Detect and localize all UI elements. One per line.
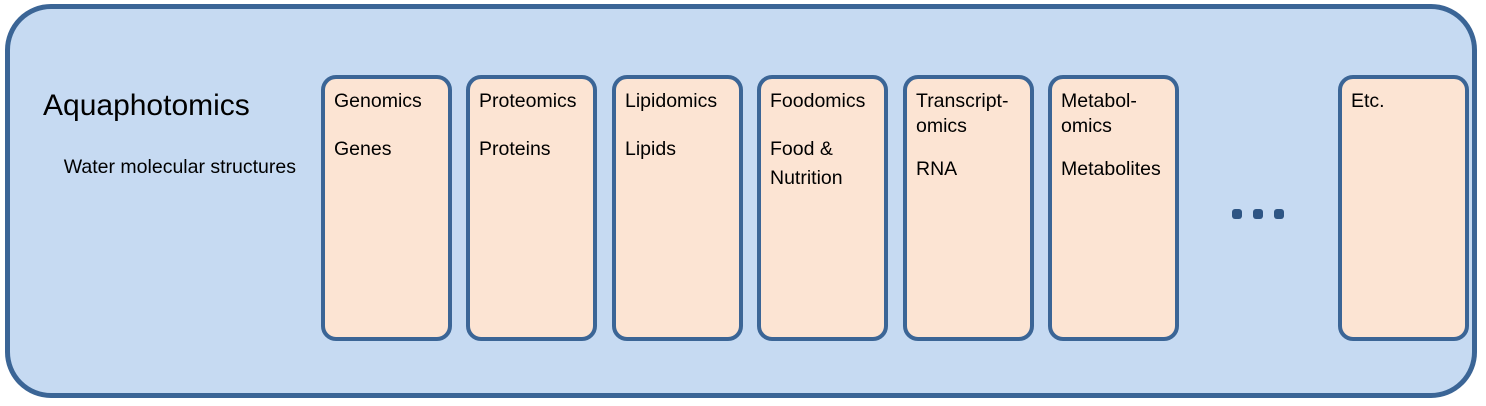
- card-description: Food & Nutrition: [770, 138, 843, 189]
- card-title: Metabol-omics: [1061, 90, 1137, 137]
- ellipsis-dot: [1253, 209, 1263, 219]
- panel-subtitle: Water molecular structures: [63, 156, 296, 178]
- ellipsis-dot: [1274, 209, 1284, 219]
- aquaphotomics-panel: Aquaphotomics Water molecular structures…: [5, 4, 1477, 398]
- title-block: Aquaphotomics Water molecular structures: [43, 87, 298, 180]
- card-title: Genomics: [334, 90, 422, 112]
- omics-card-proteomics[interactable]: Proteomics Proteins: [466, 75, 597, 341]
- omics-card-lipidomics[interactable]: Lipidomics Lipids: [612, 75, 743, 341]
- omics-card-metabolomics[interactable]: Metabol-omics Metabolites: [1048, 75, 1179, 341]
- card-title: Lipidomics: [625, 90, 718, 112]
- card-title: Transcript-omics: [916, 90, 1009, 137]
- page-title: Aquaphotomics: [43, 89, 250, 122]
- card-description: Metabolites: [1061, 158, 1161, 180]
- ellipsis-dot: [1232, 209, 1242, 219]
- omics-card-transcriptomics[interactable]: Transcript-omics RNA: [903, 75, 1034, 341]
- omics-card-genomics[interactable]: Genomics Genes: [321, 75, 452, 341]
- card-description: RNA: [916, 158, 958, 180]
- card-title: Proteomics: [479, 90, 577, 112]
- card-description: Proteins: [479, 138, 551, 160]
- card-description: Genes: [334, 138, 392, 160]
- ellipsis-icon: [1232, 209, 1284, 219]
- omics-card-etc[interactable]: Etc.: [1338, 75, 1469, 341]
- card-title: Etc.: [1351, 90, 1385, 112]
- card-title: Foodomics: [770, 90, 866, 112]
- omics-card-foodomics[interactable]: Foodomics Food & Nutrition: [757, 75, 888, 341]
- card-description: Lipids: [625, 138, 676, 160]
